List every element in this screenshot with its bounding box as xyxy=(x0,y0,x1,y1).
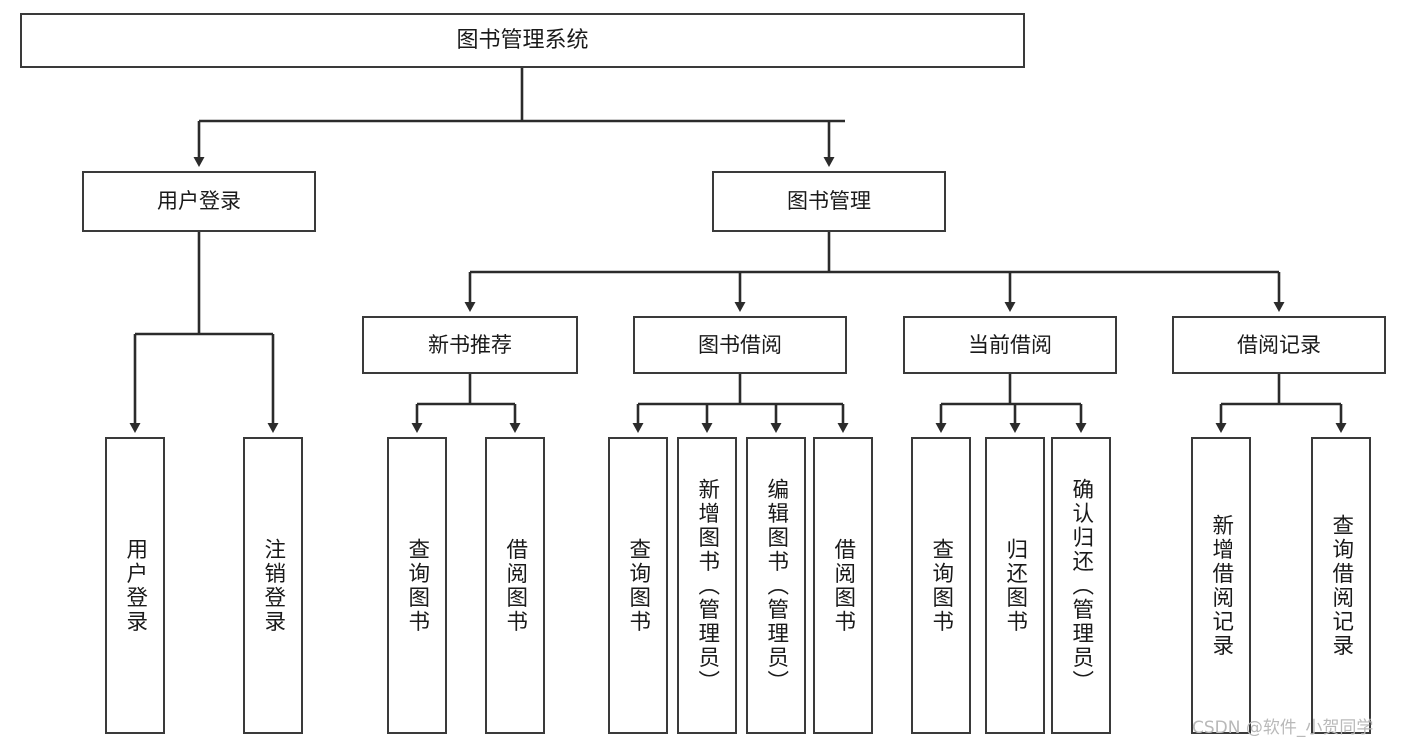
node-leaf-logout[interactable]: 注销登录 xyxy=(243,437,303,734)
node-leaf-confirm-return[interactable]: 确认归还（管理员） xyxy=(1051,437,1111,734)
node-new-book-recommend-label: 新书推荐 xyxy=(428,332,512,357)
node-leaf-query-book-1[interactable]: 查询图书 xyxy=(387,437,447,734)
node-leaf-borrow-book-1[interactable]: 借阅图书 xyxy=(485,437,545,734)
node-leaf-logout-label: 注销登录 xyxy=(260,537,286,634)
node-leaf-edit-book-label: 编辑图书（管理员） xyxy=(763,477,789,694)
node-user-login[interactable]: 用户登录 xyxy=(82,171,316,232)
node-current-borrow-label: 当前借阅 xyxy=(968,332,1052,357)
node-leaf-edit-book[interactable]: 编辑图书（管理员） xyxy=(746,437,806,734)
node-new-book-recommend[interactable]: 新书推荐 xyxy=(362,316,578,374)
node-user-login-label: 用户登录 xyxy=(157,189,241,214)
node-leaf-add-book[interactable]: 新增图书（管理员） xyxy=(677,437,737,734)
node-book-borrow[interactable]: 图书借阅 xyxy=(633,316,847,374)
node-leaf-user-login[interactable]: 用户登录 xyxy=(105,437,165,734)
node-book-manage-label: 图书管理 xyxy=(787,189,871,214)
node-root[interactable]: 图书管理系统 xyxy=(20,13,1025,68)
node-leaf-borrow-book-2[interactable]: 借阅图书 xyxy=(813,437,873,734)
node-leaf-confirm-return-label: 确认归还（管理员） xyxy=(1068,477,1094,694)
node-leaf-query-record-label: 查询借阅记录 xyxy=(1328,513,1354,658)
node-root-label: 图书管理系统 xyxy=(456,27,589,53)
node-leaf-user-login-label: 用户登录 xyxy=(122,537,148,634)
node-leaf-query-book-3[interactable]: 查询图书 xyxy=(911,437,971,734)
node-leaf-borrow-book-2-label: 借阅图书 xyxy=(830,537,856,634)
node-leaf-return-book-label: 归还图书 xyxy=(1002,537,1028,634)
node-leaf-borrow-book-1-label: 借阅图书 xyxy=(502,537,528,634)
node-leaf-query-record[interactable]: 查询借阅记录 xyxy=(1311,437,1371,734)
node-leaf-query-book-3-label: 查询图书 xyxy=(928,537,954,634)
node-borrow-record-label: 借阅记录 xyxy=(1237,332,1321,357)
node-leaf-query-book-1-label: 查询图书 xyxy=(404,537,430,634)
node-leaf-query-book-2[interactable]: 查询图书 xyxy=(608,437,668,734)
csdn-watermark: CSDN @软件_小贺同学 xyxy=(1192,718,1374,738)
node-borrow-record[interactable]: 借阅记录 xyxy=(1172,316,1386,374)
node-leaf-add-record[interactable]: 新增借阅记录 xyxy=(1191,437,1251,734)
node-leaf-return-book[interactable]: 归还图书 xyxy=(985,437,1045,734)
node-leaf-query-book-2-label: 查询图书 xyxy=(625,537,651,634)
node-book-manage[interactable]: 图书管理 xyxy=(712,171,946,232)
node-book-borrow-label: 图书借阅 xyxy=(698,332,782,357)
node-leaf-add-record-label: 新增借阅记录 xyxy=(1208,513,1234,658)
node-current-borrow[interactable]: 当前借阅 xyxy=(903,316,1117,374)
node-leaf-add-book-label: 新增图书（管理员） xyxy=(694,477,720,694)
